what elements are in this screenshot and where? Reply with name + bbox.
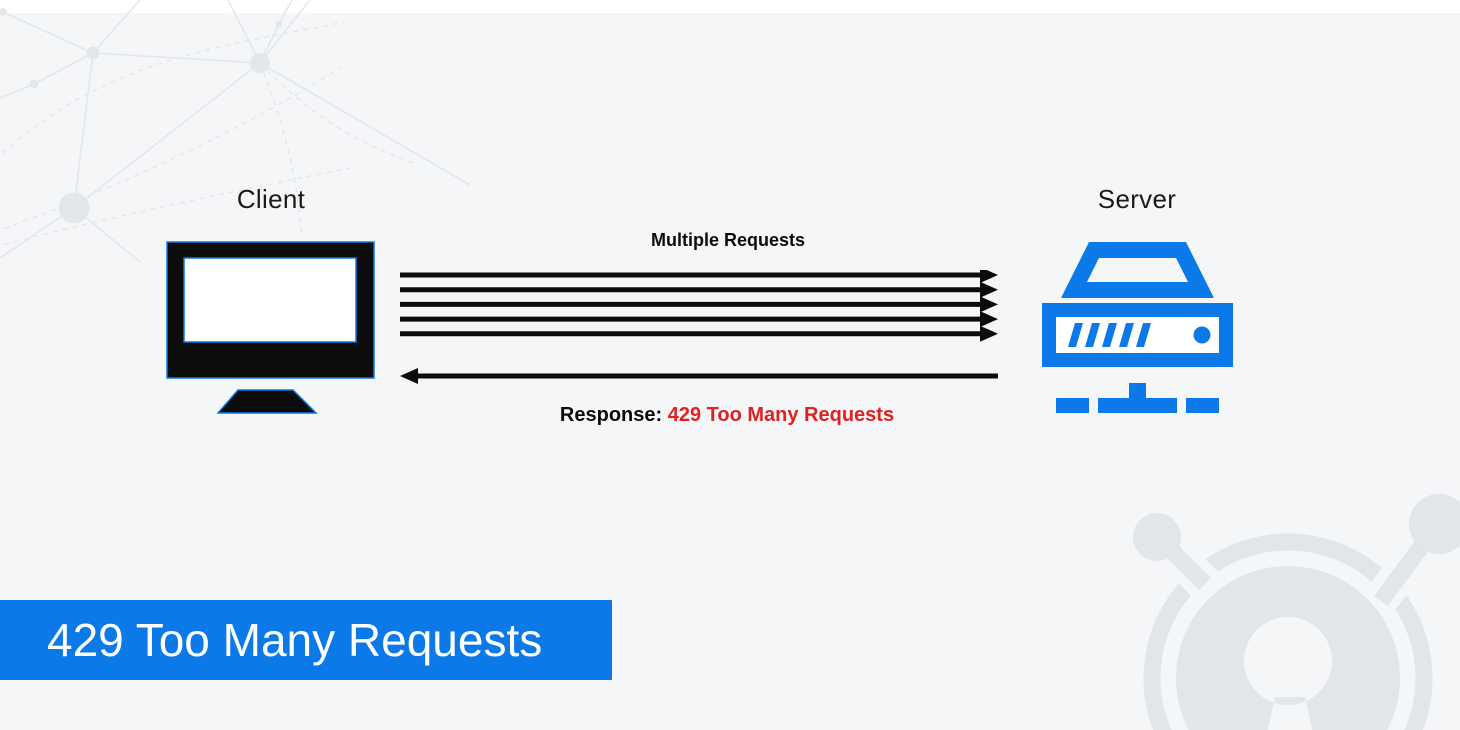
server-stand <box>1056 383 1219 413</box>
server-label: Server <box>1097 184 1177 214</box>
server-icon <box>1042 242 1233 413</box>
server-vent-stripes <box>1068 323 1151 347</box>
request-arrows-icon <box>400 270 998 342</box>
banner-title: 429 Too Many Requests <box>47 614 543 666</box>
multiple-requests-label: Multiple Requests <box>650 230 806 250</box>
keyhole-crawler-logo-icon <box>1133 494 1460 730</box>
response-status-text: 429 Too Many Requests <box>667 404 895 426</box>
response-arrow-icon <box>400 368 998 384</box>
response-label: Response: 429 Too Many Requests <box>427 404 1027 427</box>
top-strip <box>0 0 1460 13</box>
client-label: Client <box>236 184 306 214</box>
monitor-icon <box>166 241 375 414</box>
response-prefix: Response: <box>559 404 668 426</box>
server-power-led <box>1193 326 1211 344</box>
title-banner: 429 Too Many Requests <box>0 600 612 680</box>
